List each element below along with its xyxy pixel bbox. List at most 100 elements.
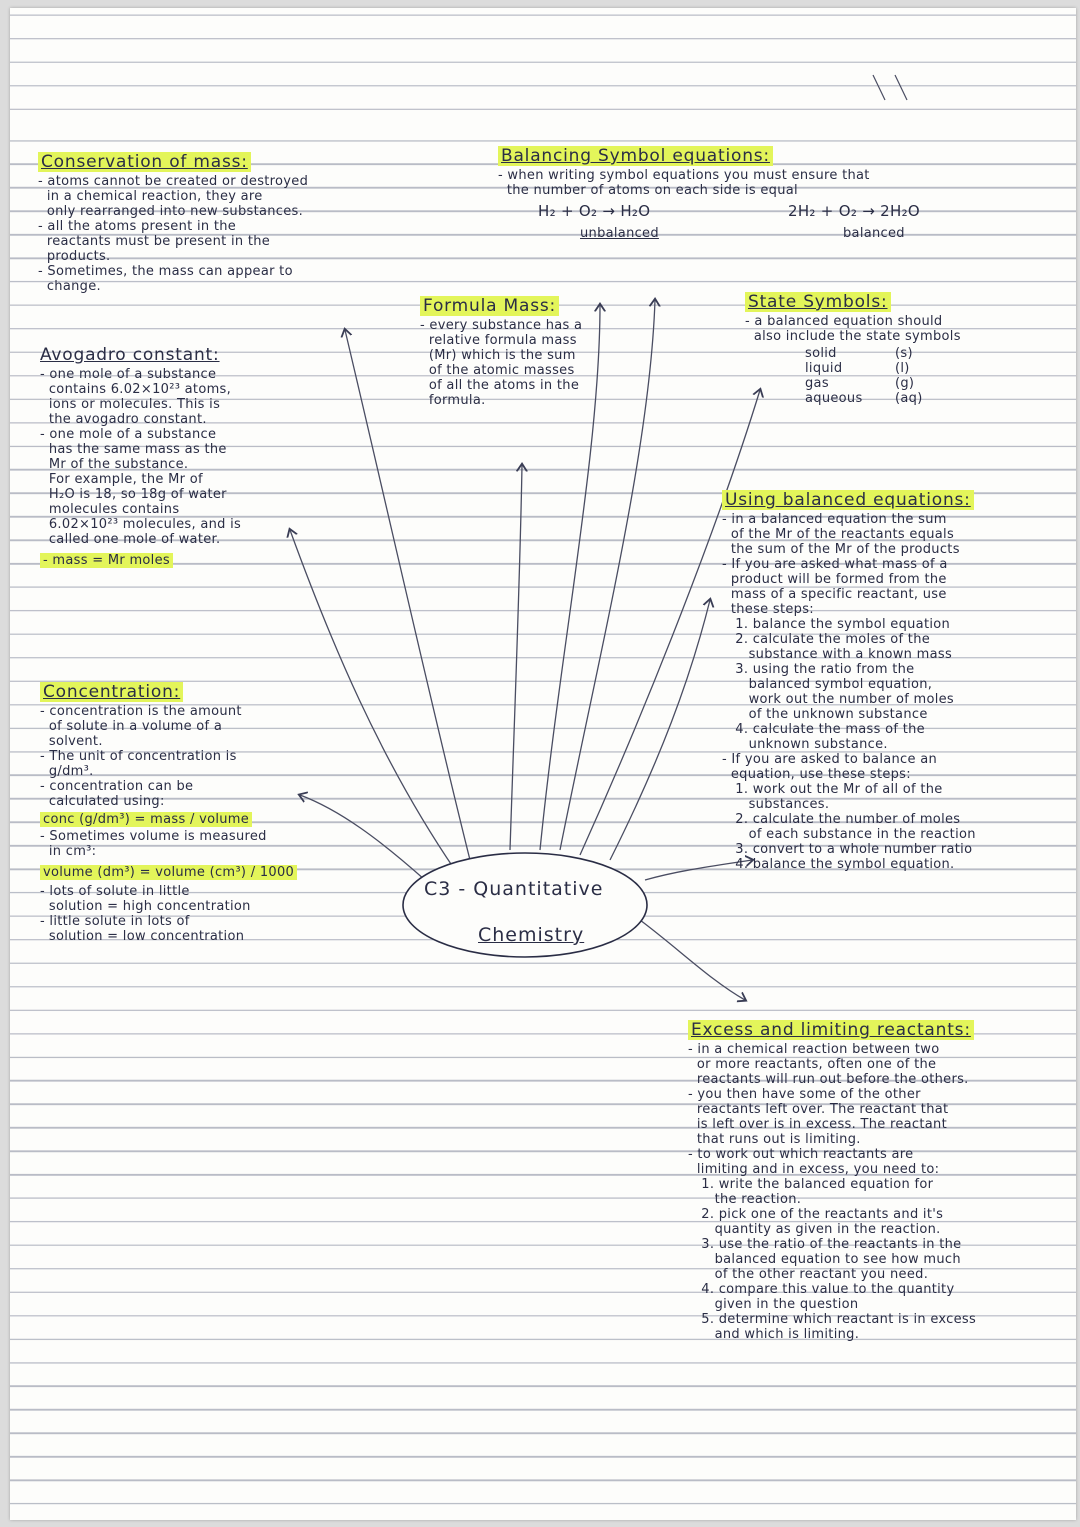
- state-symbol-row: aqueous (aq): [805, 391, 1055, 406]
- using-balanced-line: 4. balance the symbol equation.: [722, 857, 955, 872]
- avogadro-formula: - mass = Mr moles: [40, 553, 173, 568]
- conservation-section: Conservation of mass: - atoms cannot be …: [38, 152, 378, 294]
- using-balanced-line: 2. calculate the number of moles: [722, 812, 961, 827]
- avogadro-section: Avogadro constant: - one mole of a subst…: [40, 345, 300, 568]
- excess-line: the reaction.: [688, 1192, 802, 1207]
- excess-line: 3. use the ratio of the reactants in the: [688, 1237, 962, 1252]
- using-balanced-line: the sum of the Mr of the products: [722, 542, 960, 557]
- excess-line: 4. compare this value to the quantity: [688, 1282, 955, 1297]
- conservation-line: products.: [38, 249, 111, 264]
- balancing-title: Balancing Symbol equations:: [498, 146, 773, 166]
- state-symbol: (aq): [895, 391, 923, 406]
- excess-line: and which is limiting.: [688, 1327, 860, 1342]
- center-topic-ellipse: [402, 852, 648, 958]
- conservation-line: reactants must be present in the: [38, 234, 271, 249]
- state-symbols-title: State Symbols:: [745, 292, 891, 312]
- excess-line: - you then have some of the other: [688, 1087, 921, 1102]
- avogadro-line: Mr of the substance.: [40, 457, 189, 472]
- state-symbol-row: liquid(l): [805, 361, 1055, 376]
- avogadro-title: Avogadro constant:: [40, 345, 220, 365]
- concentration-line: - concentration is the amount: [40, 704, 242, 719]
- excess-line: limiting and in excess, you need to:: [688, 1162, 940, 1177]
- formula-mass-title: Formula Mass:: [420, 296, 560, 316]
- excess-line: reactants left over. The reactant that: [688, 1102, 949, 1117]
- state-name: solid: [805, 346, 837, 361]
- excess-line: balanced equation to see how much: [688, 1252, 961, 1267]
- conservation-title: Conservation of mass:: [38, 152, 251, 172]
- notebook-page: [10, 8, 1076, 1520]
- volume-formula: volume (dm³) = volume (cm³) / 1000: [40, 865, 298, 880]
- excess-line: given in the question: [688, 1297, 859, 1312]
- concentration-line: g/dm³.: [40, 764, 94, 779]
- state-name: gas: [805, 376, 829, 391]
- formula-mass-line: formula.: [420, 393, 486, 408]
- using-balanced-line: of each substance in the reaction: [722, 827, 976, 842]
- balancing-section: Balancing Symbol equations: - when writi…: [498, 146, 1058, 248]
- using-balanced-line: substances.: [722, 797, 830, 812]
- excess-line: that runs out is limiting.: [688, 1132, 861, 1147]
- concentration-line: of solute in a volume of a: [40, 719, 223, 734]
- excess-line: quantity as given in the reaction.: [688, 1222, 941, 1237]
- using-balanced-line: - If you are asked what mass of a: [722, 557, 948, 572]
- arrow-to-concentration: [300, 795, 426, 881]
- formula-mass-line: - every substance has a: [420, 318, 583, 333]
- concentration-line: - lots of solute in little: [40, 884, 190, 899]
- avogadro-line: called one mole of water.: [40, 532, 221, 547]
- excess-line: 5. determine which reactant is in excess: [688, 1312, 977, 1327]
- center-topic-line2: Chemistry: [478, 924, 585, 946]
- concentration-line: solution = high concentration: [40, 899, 251, 914]
- excess-title: Excess and limiting reactants:: [688, 1020, 974, 1040]
- excess-line: 1. write the balanced equation for: [688, 1177, 934, 1192]
- concentration-line: calculated using:: [40, 794, 165, 809]
- state-symbol: (g): [895, 376, 915, 391]
- using-balanced-line: of the Mr of the reactants equals: [722, 527, 955, 542]
- arrow-to-avogadro: [290, 530, 456, 871]
- concentration-line: - Sometimes volume is measured: [40, 829, 267, 844]
- concentration-line: solvent.: [40, 734, 103, 749]
- concentration-section: Concentration: - concentration is the am…: [40, 682, 300, 944]
- concentration-title: Concentration:: [40, 682, 184, 702]
- conservation-line: - all the atoms present in the: [38, 219, 237, 234]
- formula-mass-line: of all the atoms in the: [420, 378, 580, 393]
- state-symbols-line: - a balanced equation should: [745, 314, 943, 329]
- excess-line: of the other reactant you need.: [688, 1267, 929, 1282]
- using-balanced-line: 1. work out the Mr of all of the: [722, 782, 943, 797]
- using-balanced-line: - If you are asked to balance an: [722, 752, 938, 767]
- concentration-line: in cm³:: [40, 844, 97, 859]
- excess-line: 2. pick one of the reactants and it's: [688, 1207, 944, 1222]
- state-symbols-line: also include the state symbols: [745, 329, 961, 344]
- using-balanced-section: Using balanced equations: - in a balance…: [722, 490, 1062, 872]
- using-balanced-line: equation, use these steps:: [722, 767, 911, 782]
- avogadro-line: ions or molecules. This is: [40, 397, 221, 412]
- state-symbol-row: gas (g): [805, 376, 1055, 391]
- excess-line: reactants will run out before the others…: [688, 1072, 969, 1087]
- avogadro-line: the avogadro constant.: [40, 412, 207, 427]
- using-balanced-title: Using balanced equations:: [722, 490, 974, 510]
- avogadro-line: For example, the Mr of: [40, 472, 203, 487]
- using-balanced-line: balanced symbol equation,: [722, 677, 933, 692]
- arrow-to-excess: [639, 919, 745, 1000]
- concentration-line: - The unit of concentration is: [40, 749, 237, 764]
- excess-line: is left over is in excess. The reactant: [688, 1117, 947, 1132]
- state-symbol: (s): [895, 346, 913, 361]
- formula-mass-line: relative formula mass: [420, 333, 577, 348]
- state-name: liquid: [805, 361, 843, 376]
- using-balanced-line: product will be formed from the: [722, 572, 947, 587]
- state-symbol-row: solid (s): [805, 346, 1055, 361]
- concentration-line: - concentration can be: [40, 779, 194, 794]
- state-name: aqueous: [805, 391, 863, 406]
- slash-mark: [872, 74, 886, 101]
- center-topic-line1: C3 - Quantitative: [424, 878, 604, 900]
- using-balanced-line: 1. balance the symbol equation: [722, 617, 951, 632]
- using-balanced-line: 4. calculate the mass of the: [722, 722, 925, 737]
- using-balanced-line: these steps:: [722, 602, 814, 617]
- balanced-label: balanced: [843, 226, 905, 241]
- using-balanced-line: 3. using the ratio from the: [722, 662, 915, 677]
- conservation-line: only rearranged into new substances.: [38, 204, 304, 219]
- concentration-line: solution = low concentration: [40, 929, 245, 944]
- excess-section: Excess and limiting reactants: - in a ch…: [688, 1020, 1058, 1342]
- using-balanced-line: substance with a known mass: [722, 647, 953, 662]
- avogadro-line: 6.02×10²³ molecules, and is: [40, 517, 242, 532]
- arrow-to-balancing-1: [539, 305, 600, 851]
- arrow-to-using-balanced: [609, 600, 710, 861]
